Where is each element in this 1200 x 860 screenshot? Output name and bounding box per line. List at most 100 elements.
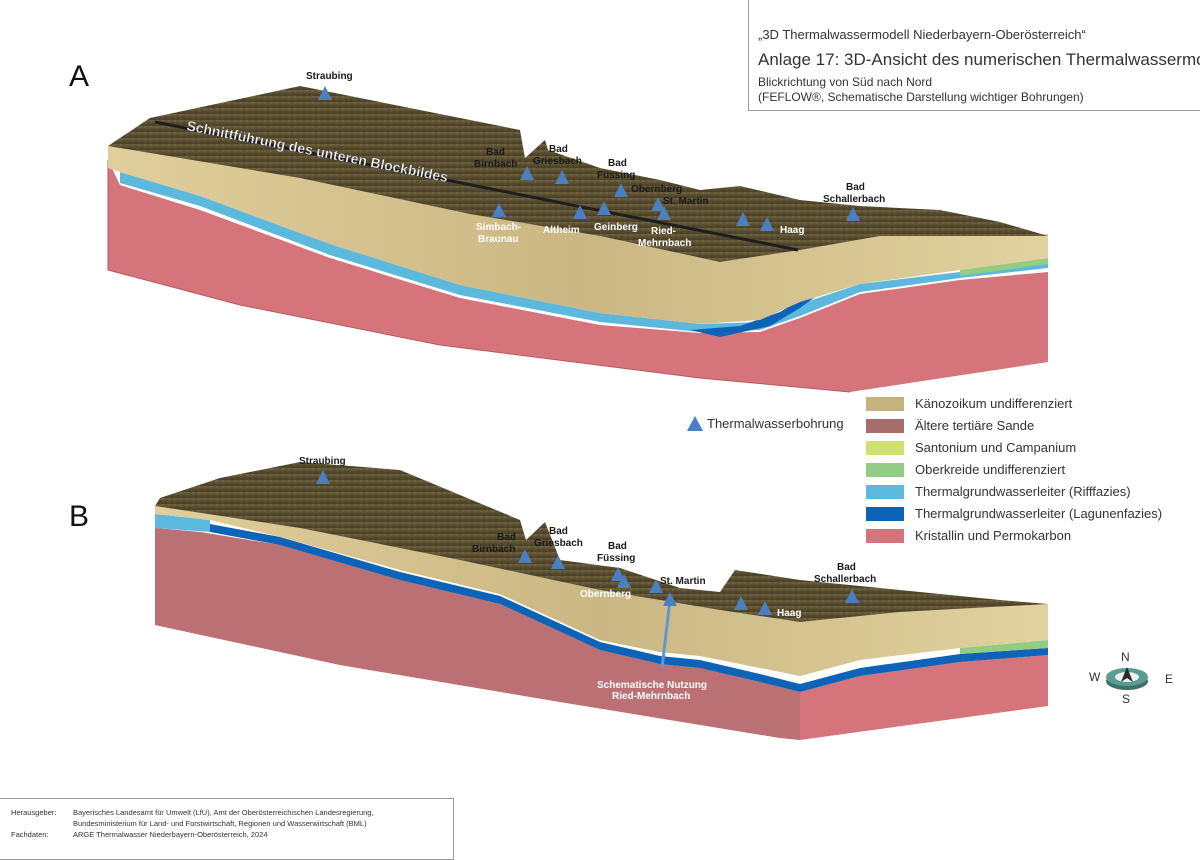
b-label-schallerbach-1: Bad xyxy=(837,562,856,573)
b-label-griesbach-2: Griesbach xyxy=(534,538,583,549)
block-b: Straubing Bad Birnbach Bad Griesbach Bad… xyxy=(155,456,1048,740)
a-layer-oberkreide xyxy=(960,258,1048,276)
a-label-ried-2: Mehrnbach xyxy=(638,238,691,249)
footer-publisher-line1: Bayerisches Landesamt für Umwelt (LfU), … xyxy=(73,808,374,817)
a-label-griesbach-1: Bad xyxy=(549,144,568,155)
a-terrain-surface xyxy=(108,86,1048,262)
b-label-schallerbach-2: Schallerbach xyxy=(814,574,876,585)
b-label-straubing: Straubing xyxy=(299,456,346,467)
a-label-altheim: Altheim xyxy=(543,225,580,236)
footer-publisher-line2: Bundesministerium für Land- und Forstwir… xyxy=(73,819,367,828)
b-label-birnbach-1: Bad xyxy=(497,532,516,543)
panel-b-letter: B xyxy=(69,500,90,533)
b-label-st-martin: St. Martin xyxy=(660,576,706,587)
legend-label: Ältere tertiäre Sande xyxy=(915,418,1035,433)
b-label-obernberg: Obernberg xyxy=(580,589,631,600)
b-well-marker-straubing xyxy=(316,470,330,484)
a-label-fuessing-2: Füssing xyxy=(597,170,635,181)
a-label-obernberg: Obernberg xyxy=(631,184,682,195)
well-marker-altheim xyxy=(573,205,587,219)
legend-label: Santonium und Campanium xyxy=(915,440,1077,455)
compass: N S W E xyxy=(1085,650,1185,710)
well-marker-fuessing xyxy=(614,183,628,197)
a-label-birnbach-1: Bad xyxy=(486,147,505,158)
a-wells xyxy=(318,86,860,231)
legend-swatch xyxy=(866,441,904,455)
b-well-marker-griesbach xyxy=(551,555,565,569)
figure-note: (FEFLOW®, Schematische Darstellung wicht… xyxy=(758,90,1084,104)
b-label-usage-1: Schematische Nutzung xyxy=(597,680,707,691)
b-wells xyxy=(316,470,859,615)
b-well-marker-schallerbach xyxy=(845,589,859,603)
legend: Thermalwasserbohrung Känozoikum undiffer… xyxy=(686,395,1162,545)
legend-swatch xyxy=(866,529,904,543)
a-label-fuessing-1: Bad xyxy=(608,158,627,169)
a-well-labels-light: Simbach- Braunau Altheim Geinberg Ried- … xyxy=(476,222,804,249)
b-label-fuessing-2: Füssing xyxy=(597,553,635,564)
b-well-marker-ried xyxy=(663,592,677,606)
a-section-line xyxy=(154,120,799,252)
well-marker-birnbach xyxy=(520,166,534,180)
well-marker-haag-1 xyxy=(736,212,750,226)
legend-label: Thermalgrundwasserleiter (Lagunenfazies) xyxy=(915,506,1163,521)
a-label-ried-1: Ried- xyxy=(651,226,676,237)
b-well-labels-dark: Straubing Bad Birnbach Bad Griesbach Bad… xyxy=(299,456,876,587)
a-label-simbach-2: Braunau xyxy=(478,234,519,245)
legend-label: Känozoikum undifferenziert xyxy=(915,396,1073,411)
b-well-marker-st-martin xyxy=(649,579,663,593)
compass-rose-icon xyxy=(1106,667,1148,690)
block-a: Schnittführung des unteren Blockbildes S… xyxy=(107,71,1048,393)
b-well-marker-haag-2 xyxy=(758,601,772,615)
well-marker-simbach xyxy=(492,203,506,217)
well-marker-griesbach xyxy=(555,170,569,184)
b-label-haag: Haag xyxy=(777,608,801,619)
b-well-pipe xyxy=(660,599,672,669)
a-label-birnbach-2: Birnbach xyxy=(474,159,517,170)
compass-east: E xyxy=(1165,672,1174,686)
a-label-geinberg: Geinberg xyxy=(594,222,638,233)
a-label-st-martin: St. Martin xyxy=(663,196,709,207)
well-marker-obernberg xyxy=(651,197,665,211)
a-label-haag: Haag xyxy=(780,225,804,236)
compass-west: W xyxy=(1089,670,1101,684)
legend-swatch xyxy=(866,485,904,499)
footer-data-key: Fachdaten: xyxy=(11,830,49,839)
b-well-labels-light: Obernberg Haag Schematische Nutzung Ried… xyxy=(580,589,801,702)
compass-south: S xyxy=(1122,692,1131,706)
a-layer-kristallin xyxy=(108,160,1048,392)
well-triangle-icon xyxy=(687,416,703,431)
figure-title: Anlage 17: 3D-Ansicht des numerischen Th… xyxy=(758,50,1200,69)
legend-swatch xyxy=(866,419,904,433)
footer-box: Herausgeber: Bayerisches Landesamt für U… xyxy=(0,798,454,860)
well-marker-geinberg xyxy=(597,201,611,215)
b-well-marker-fuessing xyxy=(611,567,625,581)
b-label-griesbach-1: Bad xyxy=(549,526,568,537)
legend-label: Thermalgrundwasserleiter (Rifffazies) xyxy=(915,484,1131,499)
legend-label: Kristallin und Permokarbon xyxy=(915,528,1072,543)
project-title: „3D Thermalwassermodell Niederbayern-Obe… xyxy=(758,27,1086,42)
a-layer-kaenozoikum xyxy=(108,146,1048,324)
title-box: „3D Thermalwassermodell Niederbayern-Obe… xyxy=(748,0,1200,111)
well-marker-haag-2 xyxy=(760,217,774,231)
legend-swatch xyxy=(866,397,904,411)
b-layer-kaenozoikum xyxy=(155,506,1048,676)
a-label-simbach-1: Simbach- xyxy=(476,222,521,233)
b-well-marker-birnbach xyxy=(518,549,532,563)
b-well-marker-obernberg xyxy=(617,574,631,588)
well-marker-straubing xyxy=(318,86,332,100)
well-marker-st-martin xyxy=(657,206,671,220)
a-label-schallerbach-1: Bad xyxy=(846,182,865,193)
b-label-birnbach-2: Birnbach xyxy=(472,544,515,555)
a-label-straubing: Straubing xyxy=(306,71,353,82)
panel-a-letter: A xyxy=(69,60,90,93)
a-label-schallerbach-2: Schallerbach xyxy=(823,194,885,205)
b-terrain-surface xyxy=(155,462,1048,622)
b-label-fuessing-1: Bad xyxy=(608,541,627,552)
legend-well-label: Thermalwasserbohrung xyxy=(707,416,844,431)
legend-label: Oberkreide undifferenziert xyxy=(915,462,1066,477)
compass-north: N xyxy=(1121,650,1130,664)
a-well-labels-dark: Straubing Bad Birnbach Bad Griesbach Bad… xyxy=(306,71,885,207)
b-section-face xyxy=(155,528,800,740)
